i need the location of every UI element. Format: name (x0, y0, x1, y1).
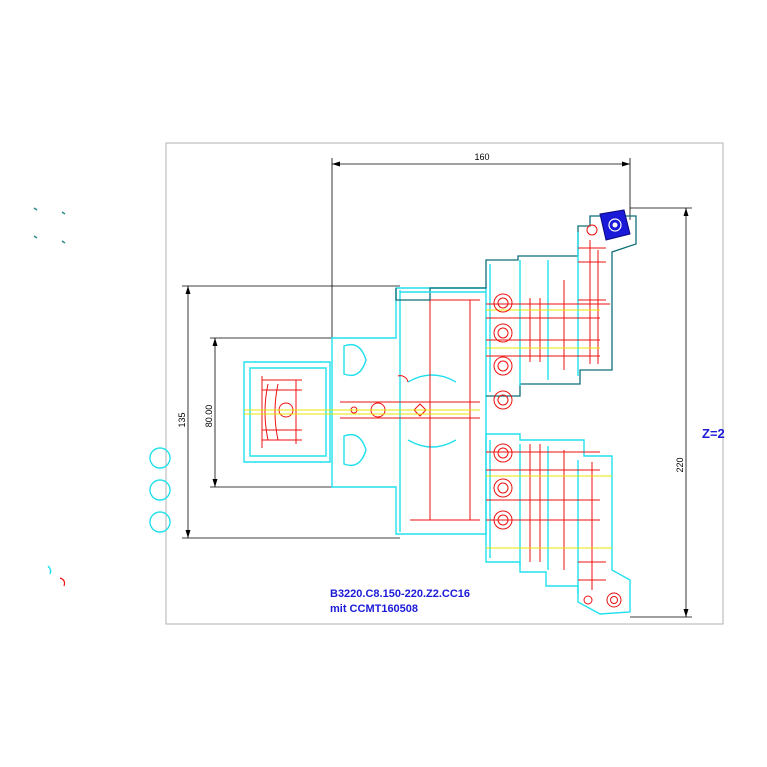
central-hub (331, 287, 487, 535)
dim-160-text: 160 (474, 152, 489, 162)
centerlines (244, 409, 480, 415)
circle-symbols (149, 447, 171, 533)
part-number-label: B3220.C8.150-220.Z2.CC16 (330, 588, 470, 600)
dimension-height-right: 220 (630, 207, 692, 618)
upper-cutter-arm (395, 215, 637, 410)
dimension-height-inner: 80.00 (204, 337, 340, 488)
dim-220-text: 220 (675, 457, 685, 472)
dimension-width-top: 160 (331, 152, 631, 410)
stray-marks (33, 207, 66, 587)
dimension-height-left: 135 (177, 285, 400, 539)
arbor-shank (243, 361, 331, 463)
teeth-count-label: Z=2 (702, 426, 725, 441)
drawing-frame (165, 142, 724, 625)
lower-cutter-arm (485, 433, 631, 615)
dim-135-text: 135 (177, 412, 187, 427)
upper-insert-ccmt (599, 209, 631, 241)
dim-80-text: 80.00 (204, 405, 214, 428)
insert-note-label: mit CCMT160508 (330, 603, 418, 615)
